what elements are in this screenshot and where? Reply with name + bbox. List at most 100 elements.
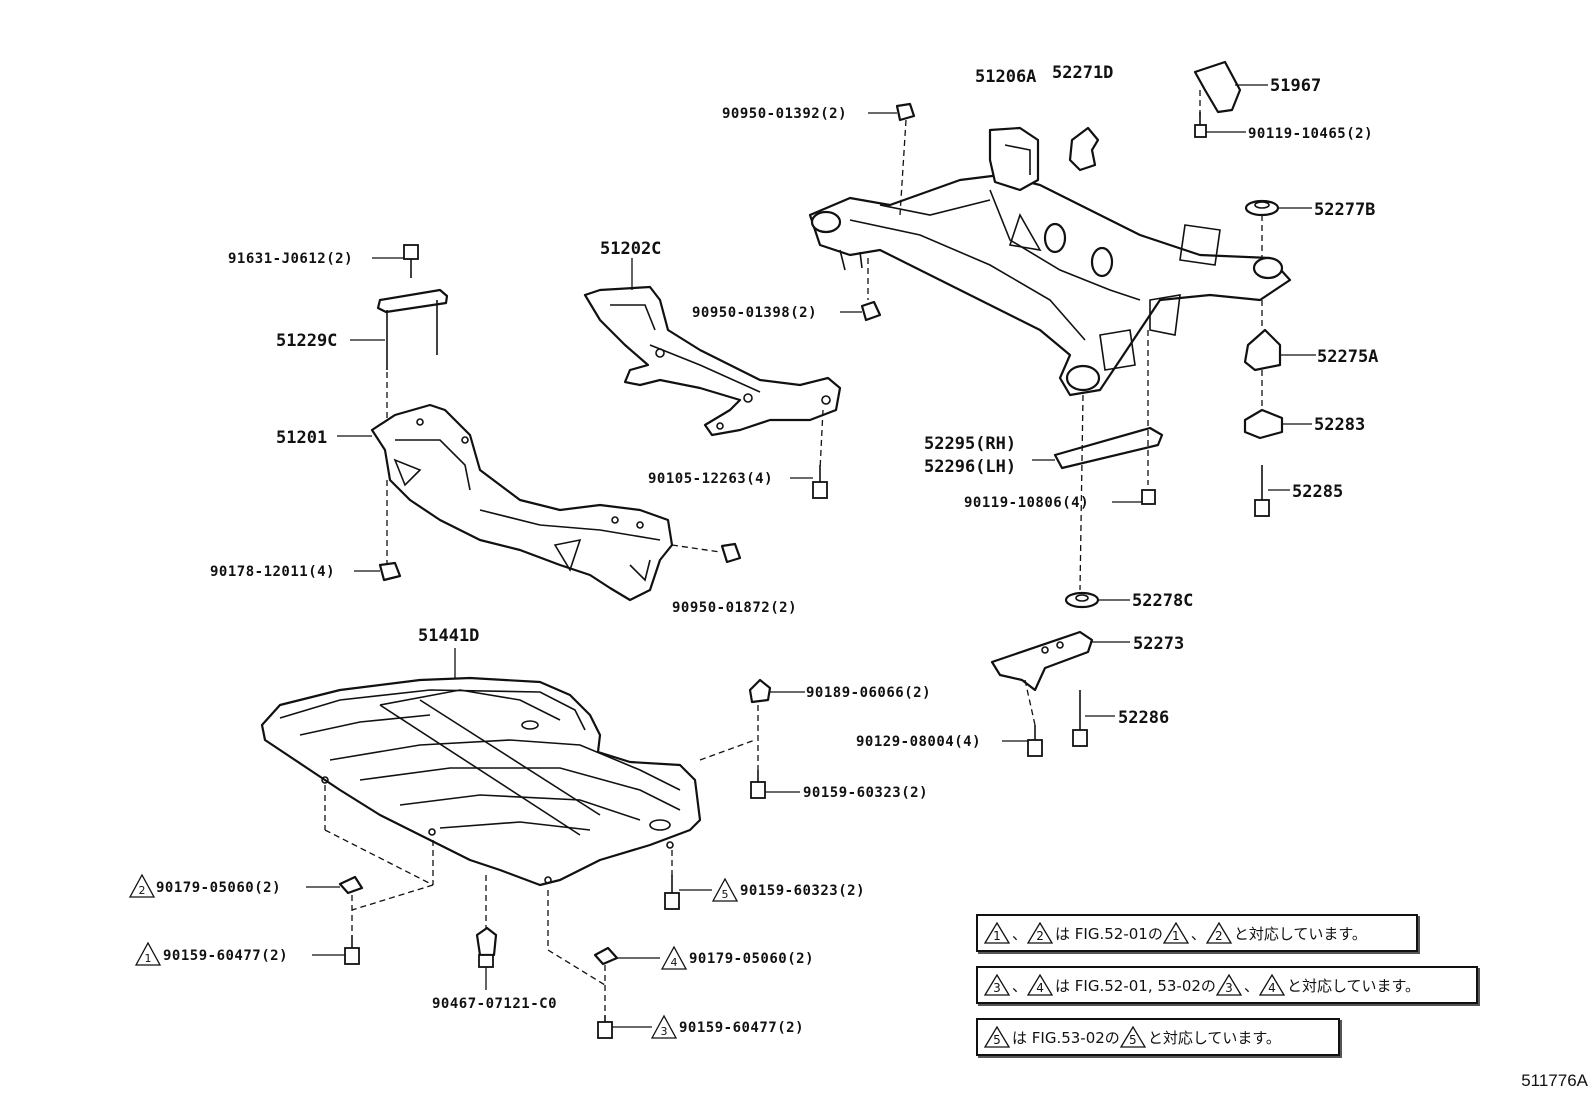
label-52275a: 52275A	[1317, 347, 1378, 367]
note-2-sep: 、	[1012, 976, 1028, 995]
note-1-marker-1b: 1	[1162, 922, 1189, 944]
note-3-text: は FIG.53-02の	[1012, 1028, 1120, 1047]
label-90105-12263: 90105-12263(4)	[648, 471, 773, 487]
note-1: 1 、 2 は FIG.52-01の 1 、 2 と対応しています。	[976, 914, 1418, 952]
bolt-52285	[1254, 465, 1270, 517]
note-1-sep: 、	[1012, 924, 1028, 943]
note-2-marker-3b: 3	[1215, 974, 1242, 996]
bushing-51206a	[988, 126, 1040, 192]
note-2-text: は FIG.52-01, 53-02の	[1055, 976, 1216, 995]
marker-2-triangle: 2	[128, 873, 156, 898]
bolt-90119-10806	[1141, 489, 1156, 505]
plate-52273	[990, 630, 1094, 692]
note-3-marker-5b: 5	[1119, 1026, 1146, 1048]
bolt-90159-60323-b	[664, 875, 680, 910]
label-90950-01398: 90950-01398(2)	[692, 305, 817, 321]
under-cover-51441d	[260, 676, 702, 887]
label-90950-01872: 90950-01872(2)	[672, 600, 797, 616]
note-1-marker-1: 1	[984, 922, 1010, 944]
label-90179-05060-a: 90179-05060(2)	[156, 880, 281, 896]
note-1-sep-b: 、	[1190, 924, 1206, 943]
clip-90189-06066	[748, 678, 772, 704]
marker-1-number: 1	[145, 952, 152, 965]
label-90119-10806: 90119-10806(4)	[964, 495, 1089, 511]
bracket-51967	[1193, 60, 1242, 114]
bolt-52286	[1072, 690, 1088, 747]
brace-51202c	[583, 285, 842, 437]
label-51202c: 51202C	[600, 239, 661, 259]
bolt-90129-08004	[1027, 725, 1043, 757]
label-90179-05060-b: 90179-05060(2)	[689, 951, 814, 967]
stopper-52283	[1243, 408, 1284, 440]
clip-90467-07121	[475, 926, 498, 968]
nut-90178-12011	[378, 561, 402, 582]
label-52286: 52286	[1118, 708, 1169, 728]
note-1-marker-2b: 2	[1205, 922, 1232, 944]
note-1-end: と対応しています。	[1233, 924, 1367, 943]
label-90159-60477-a: 90159-60477(2)	[163, 948, 288, 964]
figure-id: 511776A	[1521, 1071, 1588, 1090]
marker-5-number: 5	[722, 888, 729, 901]
label-90189-06066: 90189-06066(2)	[806, 685, 931, 701]
nut-90950-01392	[895, 102, 916, 122]
note-2-marker-4: 4	[1027, 974, 1054, 996]
bolt-91631-j0612	[403, 244, 419, 278]
label-51229c: 51229C	[276, 331, 337, 351]
label-52296: 52296(LH)	[924, 457, 1016, 477]
label-52271d: 52271D	[1052, 63, 1113, 83]
label-52285: 52285	[1292, 482, 1343, 502]
washer-52278c	[1064, 591, 1100, 609]
marker-4-number: 4	[671, 956, 678, 969]
label-90467-07121-c0: 90467-07121-C0	[432, 996, 557, 1012]
label-52273: 52273	[1133, 634, 1184, 654]
note-1-text: は FIG.52-01の	[1055, 924, 1163, 943]
bolt-90159-60477-b	[597, 1015, 613, 1039]
stopper-52271d	[1068, 126, 1100, 172]
nut-90179-05060-a	[338, 875, 364, 895]
marker-4-triangle: 4	[660, 945, 688, 970]
note-2-sep-b: 、	[1243, 976, 1259, 995]
label-90159-60477-b: 90159-60477(2)	[679, 1020, 804, 1036]
label-91631-j0612: 91631-J0612(2)	[228, 251, 353, 267]
marker-2-number: 2	[139, 884, 146, 897]
marker-3-number: 3	[661, 1025, 668, 1038]
crossmember-51201	[370, 403, 674, 602]
marker-5-triangle: 5	[711, 877, 739, 902]
label-90178-12011: 90178-12011(4)	[210, 564, 335, 580]
label-52283: 52283	[1314, 415, 1365, 435]
rear-suspension-member	[808, 173, 1292, 397]
label-51441d: 51441D	[418, 626, 479, 646]
note-3-marker-5: 5	[984, 1026, 1010, 1048]
label-90159-60323-a: 90159-60323(2)	[803, 785, 928, 801]
bolt-90159-60477-a	[344, 935, 360, 965]
nut-90179-05060-b	[593, 946, 619, 966]
cushion-52275a	[1243, 328, 1282, 372]
bracket-51229c	[376, 288, 449, 370]
note-2-marker-4b: 4	[1258, 974, 1285, 996]
label-51967: 51967	[1270, 76, 1321, 96]
nut-90950-01398	[860, 300, 882, 322]
label-52295: 52295(RH)	[924, 434, 1016, 454]
note-2-marker-3: 3	[984, 974, 1010, 996]
bolt-90105-12263	[812, 465, 828, 499]
bolt-90159-60323-a	[750, 770, 766, 799]
label-90159-60323-b: 90159-60323(2)	[740, 883, 865, 899]
label-90950-01392: 90950-01392(2)	[722, 106, 847, 122]
note-3: 5 は FIG.53-02の 5 と対応しています。	[976, 1018, 1340, 1056]
label-52278c: 52278C	[1132, 591, 1193, 611]
label-51206a: 51206A	[975, 67, 1036, 87]
marker-3-triangle: 3	[650, 1014, 678, 1039]
washer-52277b	[1244, 199, 1280, 217]
nut-90950-01872	[720, 542, 742, 564]
note-2-end: と対応しています。	[1286, 976, 1421, 995]
label-90119-10465: 90119-10465(2)	[1248, 126, 1373, 142]
marker-1-triangle: 1	[134, 941, 162, 966]
label-51201: 51201	[276, 428, 327, 448]
bolt-90119-10465	[1194, 112, 1207, 138]
label-52277b: 52277B	[1314, 200, 1375, 220]
note-1-marker-2: 2	[1027, 922, 1054, 944]
label-90129-08004: 90129-08004(4)	[856, 734, 981, 750]
note-2: 3 、 4 は FIG.52-01, 53-02の 3 、 4 と対応しています…	[976, 966, 1478, 1004]
note-3-end: と対応しています。	[1147, 1028, 1281, 1047]
